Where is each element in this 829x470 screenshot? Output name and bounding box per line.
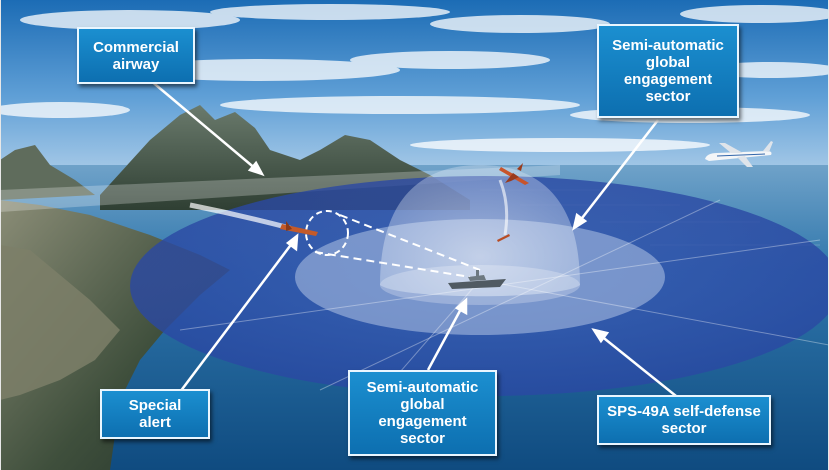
- label-line: sector: [661, 420, 707, 437]
- arrow-head-semi-top: [572, 212, 588, 231]
- engagement-dome: [380, 165, 580, 297]
- arrow-head-semi-bottom: [454, 297, 468, 316]
- special-alert-label: Special alert: [100, 389, 210, 439]
- missile-icon: [280, 221, 318, 236]
- arrow-special-alert: [179, 241, 294, 393]
- label-line: engagement: [378, 413, 467, 430]
- airliner-icon: [705, 141, 773, 167]
- commercial-airway-label: Commercial airway: [77, 27, 195, 84]
- cliff-rock: [0, 245, 120, 400]
- mountain-far-left: [0, 145, 95, 200]
- arrow-commercial-airway: [149, 79, 258, 171]
- arrow-head-special: [285, 233, 299, 252]
- interceptor-trail: [498, 179, 509, 236]
- label-line: Semi-automatic: [366, 379, 479, 396]
- label-line: alert: [139, 414, 171, 431]
- label-line: Special: [128, 397, 182, 414]
- fighter-jet-icon: [499, 163, 529, 185]
- label-line: global: [645, 54, 691, 71]
- label-line: global: [400, 396, 445, 413]
- pointer-arrows: [149, 79, 677, 397]
- semi-automatic-sector-label-top: Semi-automatic global engagement sector: [597, 24, 739, 118]
- missile-trail: [189, 202, 291, 231]
- sps-self-defense-sector-label: SPS-49A self-defense sector: [597, 395, 771, 445]
- label-line: sector: [399, 430, 445, 447]
- airway-band: [0, 165, 560, 212]
- interceptor-icon: [497, 234, 510, 242]
- label-line: Commercial: [93, 38, 179, 56]
- label-line: airway: [112, 55, 160, 73]
- arrow-semi-bottom: [426, 306, 464, 371]
- arrow-head-commercial: [247, 160, 265, 177]
- semi-automatic-sector-label-bottom: Semi-automatic global engagement sector: [348, 370, 497, 456]
- label-line: sector: [645, 88, 691, 105]
- ship-icon: [448, 270, 506, 289]
- arrow-semi-top: [578, 119, 659, 223]
- label-line: Semi-automatic: [612, 37, 724, 54]
- arrow-head-sps: [591, 328, 610, 344]
- arrow-sps: [599, 334, 677, 397]
- label-line: engagement: [623, 71, 713, 88]
- track-line-lower: [314, 251, 471, 278]
- track-loop: [305, 210, 349, 256]
- label-line: SPS-49A self-defense: [607, 403, 761, 420]
